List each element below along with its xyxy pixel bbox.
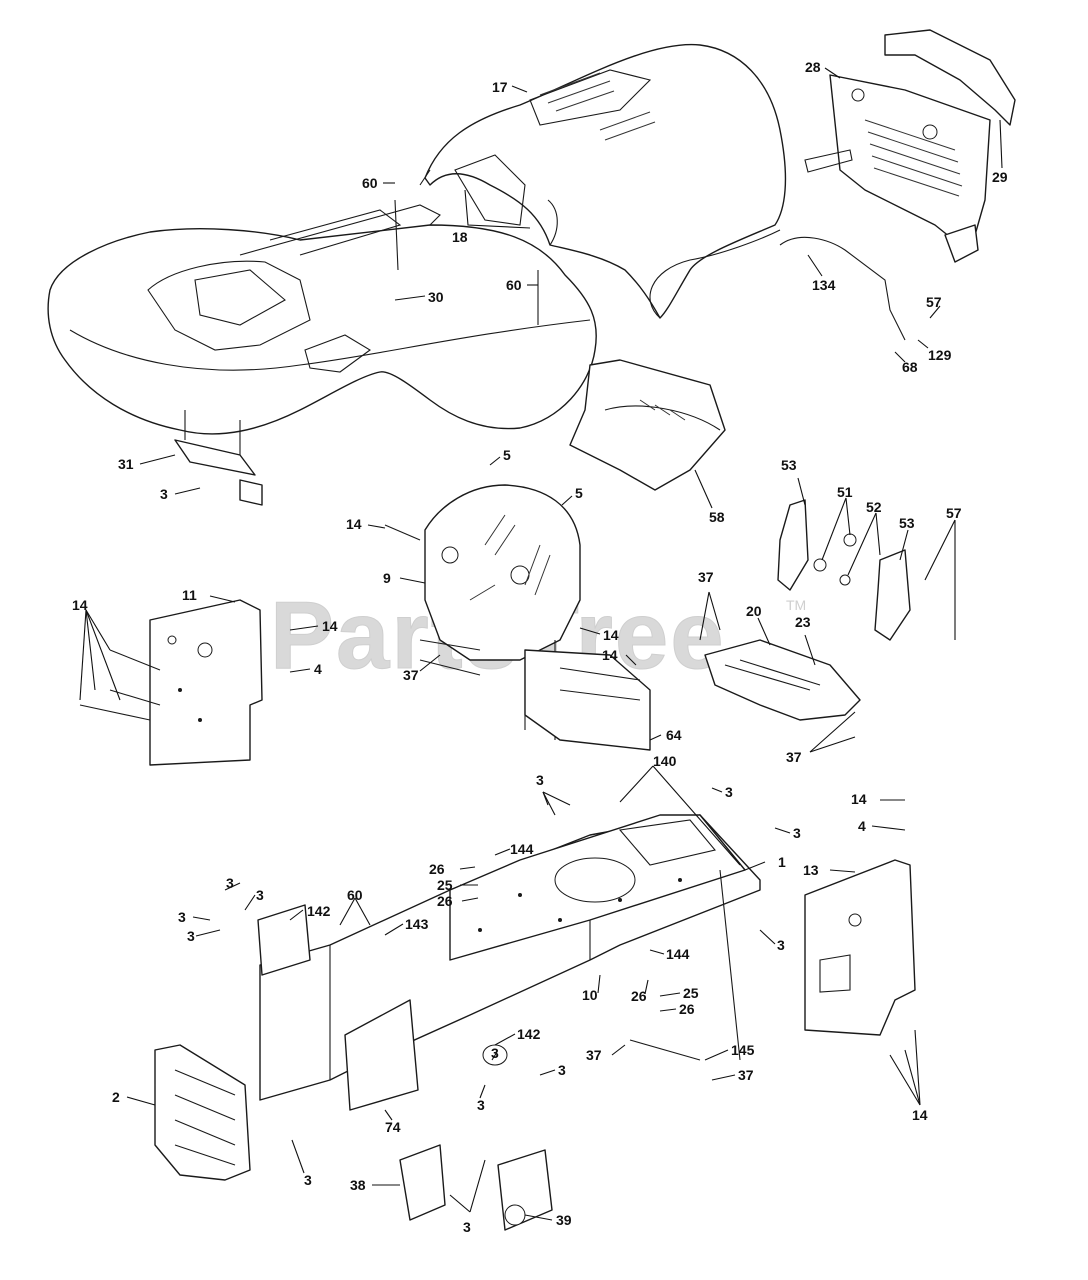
callout-3: 3	[178, 909, 186, 925]
callout-14: 14	[72, 597, 88, 613]
footrest-part	[569, 359, 726, 491]
callout-26: 26	[437, 893, 453, 909]
callout-37: 37	[786, 749, 802, 765]
callout-144: 144	[510, 841, 534, 857]
grille-part	[804, 29, 1016, 263]
callout-31: 31	[118, 456, 134, 472]
callout-144: 144	[666, 946, 690, 962]
left-plate-part	[149, 599, 263, 766]
callout-28: 28	[805, 59, 821, 75]
callout-37: 37	[586, 1047, 602, 1063]
callout-30: 30	[428, 289, 444, 305]
fender-part	[47, 204, 597, 435]
callout-129: 129	[928, 347, 952, 363]
callout-14: 14	[346, 516, 362, 532]
bracket-53-part	[777, 499, 911, 641]
right-plate-part	[804, 859, 916, 1036]
callout-60: 60	[362, 175, 378, 191]
callout-17: 17	[492, 79, 508, 95]
callout-140: 140	[653, 753, 677, 769]
callout-labels: 17 28 29 60 18 30 60 134 57 129 68 31 3 …	[72, 59, 1008, 1235]
callout-18: 18	[452, 229, 468, 245]
dash-tower-part	[424, 484, 651, 751]
callout-64: 64	[666, 727, 682, 743]
callout-143: 143	[405, 916, 429, 932]
callout-26: 26	[429, 861, 445, 877]
callout-57: 57	[946, 505, 962, 521]
callout-142: 142	[307, 903, 331, 919]
callout-145: 145	[731, 1042, 755, 1058]
callout-3: 3	[777, 937, 785, 953]
callout-3: 3	[725, 784, 733, 800]
callout-14: 14	[602, 647, 618, 663]
callout-58: 58	[709, 509, 725, 525]
callout-3: 3	[477, 1097, 485, 1113]
callout-3: 3	[558, 1062, 566, 1078]
callout-37: 37	[738, 1067, 754, 1083]
callout-13: 13	[803, 862, 819, 878]
callout-52: 52	[866, 499, 882, 515]
callout-26: 26	[679, 1001, 695, 1017]
callout-29: 29	[992, 169, 1008, 185]
callout-11: 11	[182, 587, 197, 603]
callout-20: 20	[746, 603, 762, 619]
callout-134: 134	[812, 277, 836, 293]
callout-57: 57	[926, 294, 942, 310]
callout-5: 5	[503, 447, 511, 463]
callout-23: 23	[795, 614, 811, 630]
callout-25: 25	[437, 877, 453, 893]
callout-25: 25	[683, 985, 699, 1001]
callout-3: 3	[160, 486, 168, 502]
callout-1: 1	[778, 854, 786, 870]
callout-14: 14	[603, 627, 619, 643]
callout-3: 3	[187, 928, 195, 944]
callout-3: 3	[463, 1219, 471, 1235]
callout-9: 9	[383, 570, 391, 586]
callout-14: 14	[912, 1107, 928, 1123]
callout-53: 53	[781, 457, 797, 473]
callout-74: 74	[385, 1119, 401, 1135]
callout-14: 14	[322, 618, 338, 634]
leader-lines	[79, 67, 1003, 1221]
callout-5: 5	[575, 485, 583, 501]
callout-37: 37	[698, 569, 714, 585]
callout-39: 39	[556, 1212, 572, 1228]
callout-3: 3	[256, 887, 264, 903]
bracket-38-part	[399, 1144, 553, 1231]
callout-68: 68	[902, 359, 918, 375]
watermark-tm: TM	[786, 597, 806, 613]
callout-3: 3	[536, 772, 544, 788]
callout-51: 51	[837, 484, 853, 500]
hood-part	[419, 43, 787, 319]
pedal-bracket-part	[704, 639, 861, 721]
seat-bracket-part	[174, 410, 263, 506]
callout-38: 38	[350, 1177, 366, 1193]
callout-3: 3	[304, 1172, 312, 1188]
callout-142: 142	[517, 1026, 541, 1042]
callout-3: 3	[226, 875, 234, 891]
callout-37: 37	[403, 667, 419, 683]
callout-60: 60	[347, 887, 363, 903]
callout-60: 60	[506, 277, 522, 293]
callout-14: 14	[851, 791, 867, 807]
callout-4: 4	[314, 661, 322, 677]
callout-10: 10	[582, 987, 598, 1003]
callout-2: 2	[112, 1089, 120, 1105]
front-bumper-part	[154, 1044, 251, 1181]
callout-3: 3	[793, 825, 801, 841]
callout-3: 3	[491, 1045, 499, 1061]
callout-4: 4	[858, 818, 866, 834]
callout-53: 53	[899, 515, 915, 531]
hardware-lines	[79, 199, 906, 1061]
callout-26: 26	[631, 988, 647, 1004]
